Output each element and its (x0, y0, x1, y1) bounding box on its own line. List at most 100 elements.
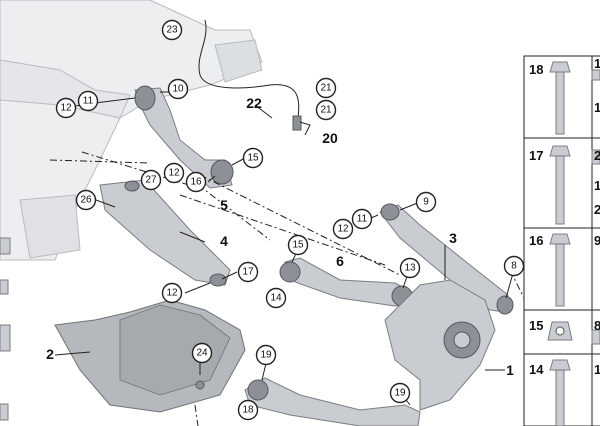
callout-18: 18 (237, 399, 259, 421)
callout-circle (265, 287, 287, 309)
callout-circle (287, 234, 309, 256)
callout-circle (140, 169, 162, 191)
side-part-18: 18 (529, 62, 543, 77)
callout-circle (237, 399, 259, 421)
dash-line (179, 194, 386, 266)
callout-circle (315, 99, 337, 121)
callout-circle (167, 78, 189, 100)
callout-21: 21 (315, 77, 337, 99)
callout-24: 24 (191, 342, 213, 364)
side-right-part: 2 (594, 202, 600, 217)
side-part-16: 16 (529, 233, 543, 248)
callout-circle (75, 189, 97, 211)
side-panel (523, 55, 600, 426)
callout-26: 26 (75, 189, 97, 211)
part-label-1: 1 (506, 362, 514, 378)
callout-11: 11 (351, 208, 373, 230)
callout-number: 19 (394, 388, 406, 399)
side-right-part: 9 (594, 233, 600, 248)
rear-subframe (0, 0, 263, 261)
callout-number: 24 (196, 348, 208, 359)
callout-circle (191, 342, 213, 364)
callout-19: 19 (255, 344, 277, 366)
callout-number: 15 (292, 240, 304, 251)
callout-circle (161, 282, 183, 304)
callout-number: 9 (423, 197, 429, 208)
callout-number: 11 (357, 214, 368, 225)
side-part-17: 17 (529, 148, 543, 163)
trailing-arm-4 (99, 179, 231, 287)
callout-16: 16 (185, 171, 207, 193)
side-right-part: 8 (594, 318, 600, 333)
callout-number: 19 (260, 350, 272, 361)
dash-line (49, 159, 151, 164)
part-label-3: 3 (449, 230, 457, 246)
dash-line (194, 404, 199, 426)
callout-12: 12 (161, 282, 183, 304)
side-right-part: 2 (594, 148, 600, 163)
callout-number: 8 (511, 261, 517, 272)
callout-circle (415, 191, 437, 213)
sensor-cable (198, 19, 300, 119)
dash-line (81, 151, 271, 241)
callout-number: 10 (172, 84, 184, 95)
side-right-part: 1 (594, 362, 600, 377)
side-right-part: 1 (594, 100, 600, 115)
callout-circle (55, 97, 77, 119)
lower-arm (244, 377, 421, 426)
callout-number: 21 (320, 83, 332, 94)
upper-arm-5 (134, 85, 234, 189)
callout-circle (242, 147, 264, 169)
callout-number: 12 (337, 224, 349, 235)
part-label-2: 2 (46, 346, 54, 362)
callout-number: 13 (404, 263, 416, 274)
callout-number: 12 (166, 288, 178, 299)
callout-9: 9 (415, 191, 437, 213)
callout-circle (332, 218, 354, 240)
callout-23: 23 (161, 19, 183, 41)
callout-circle (255, 344, 277, 366)
callout-number: 21 (320, 105, 332, 116)
callout-number: 11 (83, 96, 94, 107)
part-label-4: 4 (220, 233, 228, 249)
callout-number: 17 (242, 267, 254, 278)
side-right-part: 1 (594, 178, 600, 193)
callout-12: 12 (163, 162, 185, 184)
callout-17: 17 (237, 261, 259, 283)
callout-circle (351, 208, 373, 230)
callout-number: 12 (60, 103, 72, 114)
callout-number: 23 (166, 25, 178, 36)
callout-circle (237, 261, 259, 283)
callout-number: 26 (80, 195, 92, 206)
callout-10: 10 (167, 78, 189, 100)
callout-12: 12 (55, 97, 77, 119)
callout-number: 12 (168, 168, 180, 179)
part-label-22: 22 (246, 95, 262, 111)
callout-number: 27 (145, 175, 157, 186)
side-part-15: 15 (529, 318, 543, 333)
side-part-14: 14 (529, 362, 544, 377)
side-panel-labels: 18 17 16 15 14 (529, 62, 544, 377)
part-label-6: 6 (336, 253, 344, 269)
callout-circle (163, 162, 185, 184)
callout-21: 21 (315, 99, 337, 121)
callout-12: 12 (332, 218, 354, 240)
part-label-20: 20 (322, 130, 338, 146)
part-label-5: 5 (220, 197, 228, 213)
sensor-head (292, 115, 302, 131)
dash-line (199, 174, 401, 276)
callout-circle (185, 171, 207, 193)
callout-circle (161, 19, 183, 41)
callout-number: 18 (242, 405, 254, 416)
underbody-cover-2 (54, 299, 246, 413)
callout-number: 14 (270, 293, 282, 304)
callout-14: 14 (265, 287, 287, 309)
control-arm-6 (279, 257, 413, 307)
callout-number: 15 (247, 153, 259, 164)
callout-number: 16 (190, 177, 202, 188)
callout-27: 27 (140, 169, 162, 191)
callout-8: 8 (503, 255, 525, 277)
